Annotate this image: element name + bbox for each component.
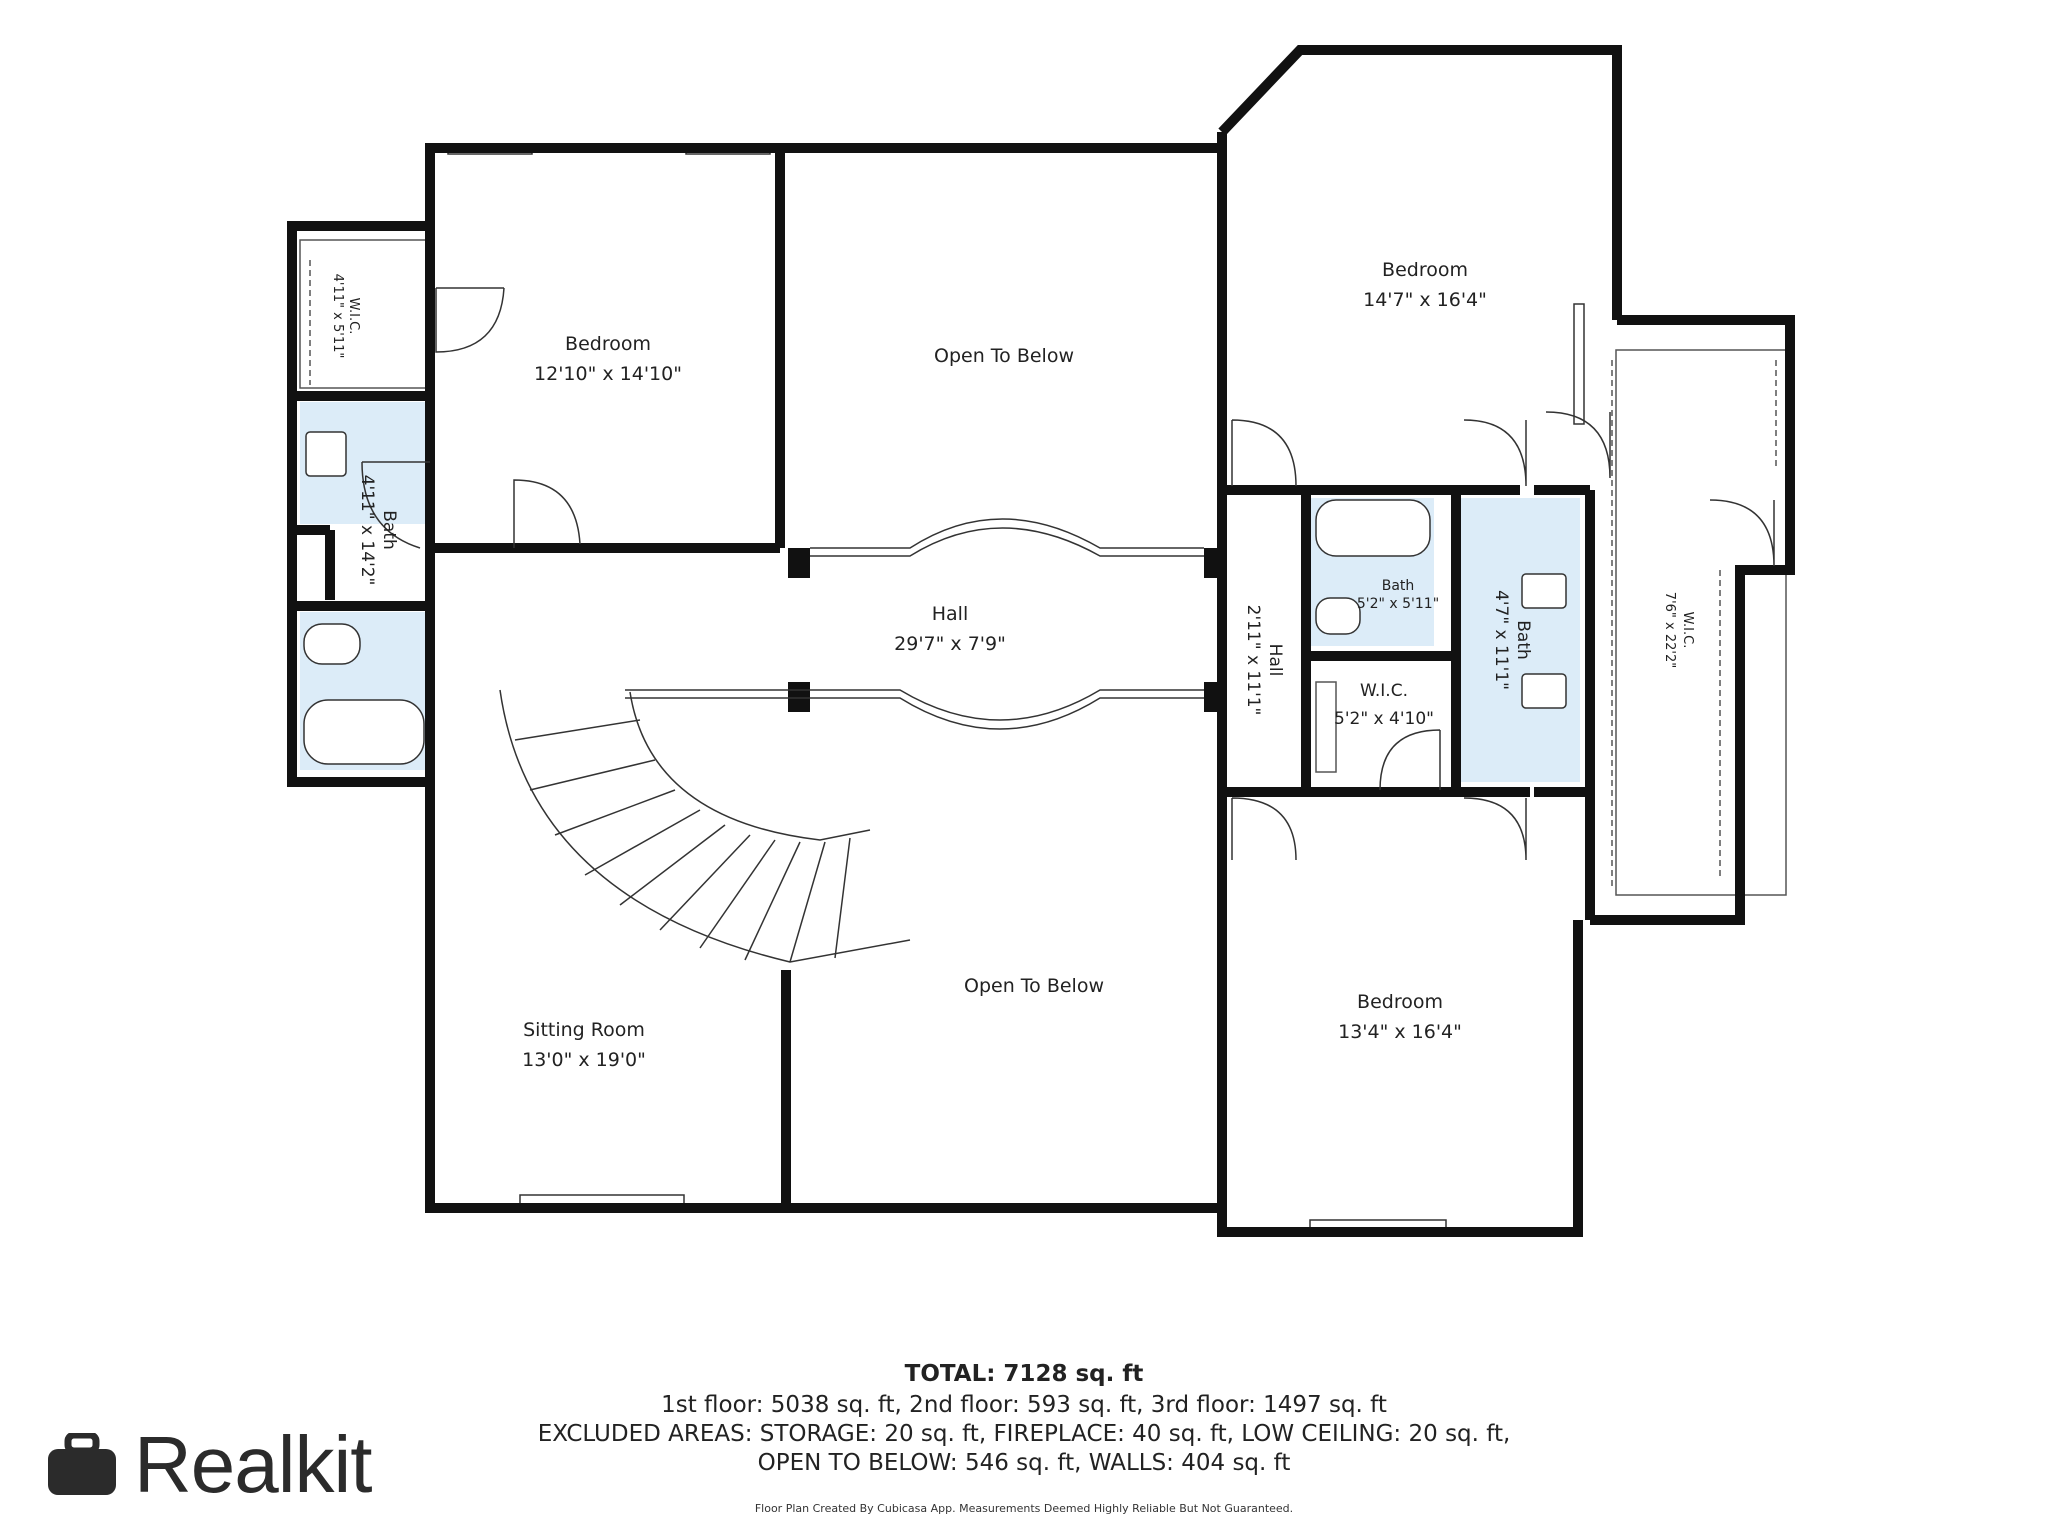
wic-left-name: W.I.C.	[346, 298, 361, 335]
bath-fills	[300, 402, 1580, 782]
bedroom1-dims: 12'10" x 14'10"	[534, 363, 682, 385]
disclaimer: Floor Plan Created By Cubicasa App. Meas…	[754, 1502, 1294, 1515]
open-to-below-top-name: Open To Below	[934, 345, 1074, 367]
wic-mid-name: W.I.C.	[1360, 681, 1408, 701]
briefcase-icon	[48, 1433, 116, 1495]
realkit-logo: Realkit	[46, 1420, 373, 1509]
hall-small-name: Hall	[1265, 644, 1285, 677]
total-area: TOTAL: 7128 sq. ft	[904, 1361, 1144, 1387]
bath-left-dims: 4'11" x 14'2"	[357, 475, 377, 586]
wic-right-name: W.I.C.	[1680, 612, 1695, 649]
bath-right-name: Bath	[1513, 620, 1533, 660]
wic-right-dims: 7'6" x 22'2"	[1662, 592, 1677, 668]
bath-mid-name: Bath	[1382, 578, 1415, 594]
wic-left-dims: 4'11" x 5'11"	[330, 274, 345, 359]
fixtures	[303, 431, 1567, 765]
wic-mid-dims: 5'2" x 4'10"	[1334, 709, 1434, 729]
brand-name: Realkit	[134, 1420, 373, 1509]
hall-railing	[625, 518, 1204, 730]
bedroom3-name: Bedroom	[1357, 991, 1443, 1013]
bedroom2-name: Bedroom	[1382, 259, 1468, 281]
bedroom2-dims: 14'7" x 16'4"	[1363, 289, 1487, 311]
bath-right-dims: 4'7" x 11'1"	[1491, 590, 1511, 690]
sitting-room-name: Sitting Room	[523, 1019, 645, 1041]
bath-mid-dims: 5'2" x 5'11"	[1357, 596, 1439, 612]
bath-left-name: Bath	[379, 510, 399, 550]
hall-main-name: Hall	[932, 603, 969, 625]
hall-small-dims: 2'11" x 11'1"	[1243, 605, 1263, 716]
hall-main-dims: 29'7" x 7'9"	[894, 633, 1006, 655]
bedroom3-dims: 13'4" x 16'4"	[1338, 1021, 1462, 1043]
excluded-areas-line1: EXCLUDED AREAS: STORAGE: 20 sq. ft, FIRE…	[537, 1421, 1511, 1447]
room-labels: Bedroom 12'10" x 14'10" Open To Below Be…	[330, 259, 1695, 1071]
open-to-below-bottom-name: Open To Below	[964, 975, 1104, 997]
excluded-areas-line2: OPEN TO BELOW: 546 sq. ft, WALLS: 404 sq…	[757, 1450, 1291, 1476]
curved-staircase	[499, 689, 911, 963]
floor-plan: Bedroom 12'10" x 14'10" Open To Below Be…	[287, 45, 1795, 1237]
bedroom1-name: Bedroom	[565, 333, 651, 355]
columns	[788, 548, 1226, 712]
sitting-room-dims: 13'0" x 19'0"	[522, 1049, 646, 1071]
doors	[361, 287, 1775, 861]
floor-areas: 1st floor: 5038 sq. ft, 2nd floor: 593 s…	[661, 1392, 1387, 1418]
